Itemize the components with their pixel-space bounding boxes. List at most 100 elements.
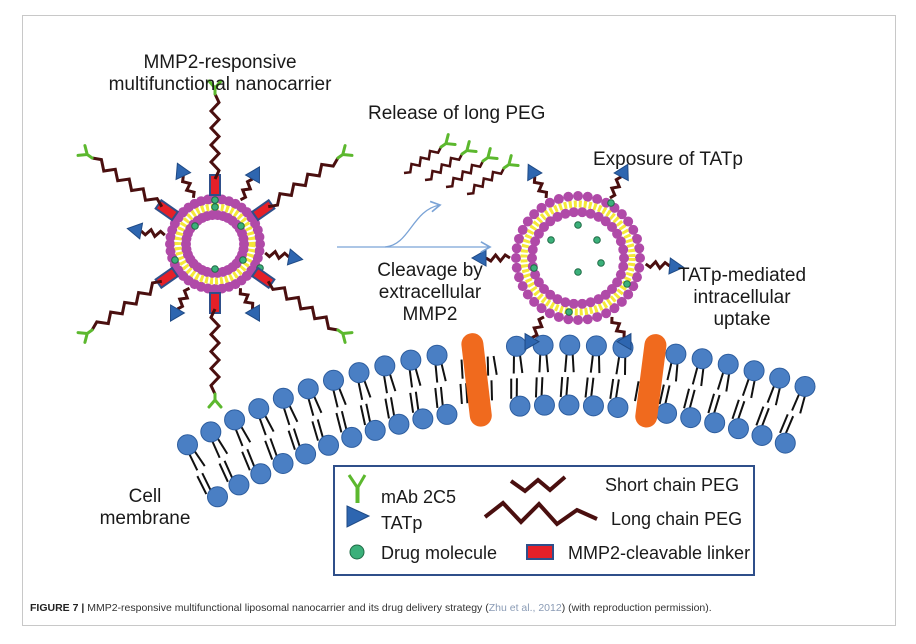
lipid-head xyxy=(634,262,645,273)
lipid-head xyxy=(527,244,538,255)
membrane-head-inner xyxy=(509,395,531,417)
lipid-head xyxy=(533,228,544,239)
released-peg xyxy=(466,167,506,196)
tatp-icon xyxy=(613,163,629,182)
lipid-tail xyxy=(389,397,396,418)
lipid-tails xyxy=(520,200,636,316)
lipid-tail xyxy=(716,371,725,390)
lipid-tail xyxy=(307,397,315,416)
lipid-head xyxy=(514,233,525,244)
lipid-tail xyxy=(287,430,296,451)
drug-molecule xyxy=(191,222,199,230)
lipid-tail xyxy=(707,393,716,414)
lipid-head xyxy=(619,253,629,263)
tatp-icon xyxy=(524,332,540,351)
lipid-head xyxy=(585,208,596,219)
short-peg xyxy=(644,259,671,271)
lipid-head xyxy=(536,202,547,213)
membrane-head-outer xyxy=(743,360,765,382)
released-peg xyxy=(403,146,443,175)
lipid-head xyxy=(254,231,265,242)
drug-molecule xyxy=(239,256,247,264)
lipid-head xyxy=(577,298,588,309)
short-peg xyxy=(176,286,191,311)
triangle-icon xyxy=(346,505,371,528)
lipid-tail xyxy=(634,381,640,402)
lipid-tail xyxy=(779,413,789,434)
lipid-tail xyxy=(674,362,679,382)
membrane-label: Cell membrane xyxy=(95,486,195,530)
lipid-tail xyxy=(384,398,390,419)
membrane-head-outer xyxy=(374,355,396,377)
membrane-head-inner xyxy=(436,403,458,425)
lipid-head xyxy=(615,236,626,247)
lipid-head xyxy=(536,303,547,314)
lipid-tail xyxy=(784,415,795,436)
antibody-icon xyxy=(347,474,367,503)
lipid-tail xyxy=(312,394,323,414)
lipid-tail xyxy=(316,419,325,439)
lipid-tail xyxy=(725,372,731,392)
lipid-tail xyxy=(434,387,439,409)
lipid-head xyxy=(517,224,528,235)
lipid-tail xyxy=(246,448,256,469)
membrane-head-outer xyxy=(505,335,527,357)
short-peg xyxy=(238,288,255,310)
membrane-head-outer xyxy=(348,362,370,384)
membrane-head-inner xyxy=(558,394,580,416)
membrane-head-inner xyxy=(207,486,228,508)
lipid-tail xyxy=(791,392,801,411)
drug-molecule xyxy=(237,222,245,230)
drug-molecule xyxy=(565,308,573,316)
membrane-head-inner xyxy=(680,407,702,429)
cleavage-label: Cleavage by extracellular MMP2 xyxy=(360,260,500,326)
membrane-head-inner xyxy=(582,395,604,417)
lipid-tail xyxy=(196,475,208,495)
legend-label-tatp: TATp xyxy=(381,513,423,533)
lipid-head xyxy=(634,243,645,254)
legend-label-mab: mAb 2C5 xyxy=(381,487,457,507)
lipid-head xyxy=(623,289,634,300)
tatp-icon xyxy=(244,304,261,322)
antibody-icon xyxy=(481,147,499,163)
drug-molecule xyxy=(574,268,582,276)
lipid-tail xyxy=(538,353,542,373)
lipid-tail xyxy=(211,439,221,459)
lipid-tail xyxy=(490,380,494,401)
antibody-icon xyxy=(76,144,94,160)
lipid-tail xyxy=(766,384,776,404)
lipid-head xyxy=(577,207,588,218)
lipid-tail xyxy=(337,386,347,406)
antibody-icon xyxy=(439,133,457,149)
antibody-icon xyxy=(76,328,94,344)
lipid-tail xyxy=(741,377,751,397)
membrane-head-outer xyxy=(559,334,581,356)
membrane-head-inner xyxy=(295,443,317,465)
lipid-tail xyxy=(241,451,251,471)
lipid-tail xyxy=(434,363,439,383)
membrane-head-outer xyxy=(691,348,713,370)
short-peg xyxy=(610,316,626,338)
lipid-head xyxy=(592,311,603,322)
lipid-tail xyxy=(288,404,299,423)
lipid-tail xyxy=(239,425,252,443)
cell-membrane xyxy=(177,333,816,508)
membrane-head-inner xyxy=(272,452,294,474)
lipid-head xyxy=(635,253,645,263)
tatp-icon xyxy=(244,166,261,184)
lipid-tail xyxy=(564,352,568,373)
drug-molecule xyxy=(211,196,219,204)
lipid-tail xyxy=(414,367,422,386)
lipid-tail xyxy=(263,414,275,433)
mmp2-linker xyxy=(154,266,180,290)
lipid-head xyxy=(560,297,571,308)
caption-citation-link[interactable]: Zhu et al., 2012 xyxy=(488,602,562,614)
lipid-tail xyxy=(311,421,319,441)
membrane-head-inner xyxy=(364,419,386,441)
membrane-head-outer xyxy=(585,335,607,357)
lipid-tail xyxy=(774,386,782,406)
lipid-head xyxy=(568,298,579,309)
lipid-tail xyxy=(188,452,199,471)
lipid-tail xyxy=(340,410,348,431)
uptake-line3: uptake xyxy=(713,309,771,330)
